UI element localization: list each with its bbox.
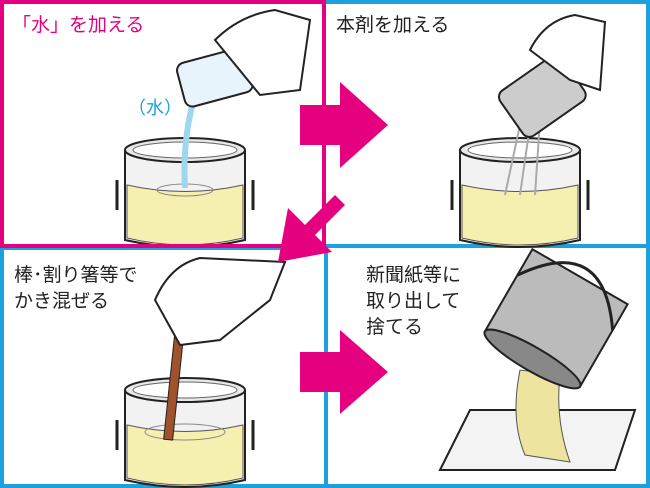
step-1-panel xyxy=(0,0,326,248)
arrow-right-icon xyxy=(300,330,388,414)
gloved-hand-icon xyxy=(213,8,312,97)
divider xyxy=(0,246,326,250)
step-4-label: 新聞紙等に 取り出して 捨てる xyxy=(366,264,462,338)
step-3-label: 棒･割り箸等で かき混ぜる xyxy=(14,264,138,312)
step-2-label: 本剤を加える xyxy=(336,14,450,36)
step-1-label: 「水」を加える xyxy=(12,14,145,36)
tilted-can xyxy=(483,247,629,390)
solidified-waste xyxy=(515,369,571,463)
gloved-hand-icon xyxy=(153,256,287,347)
water-label: （水） xyxy=(128,98,182,119)
gloved-hand-icon xyxy=(528,13,607,92)
arrow-right-icon xyxy=(300,82,388,168)
can-stirring xyxy=(115,376,255,488)
